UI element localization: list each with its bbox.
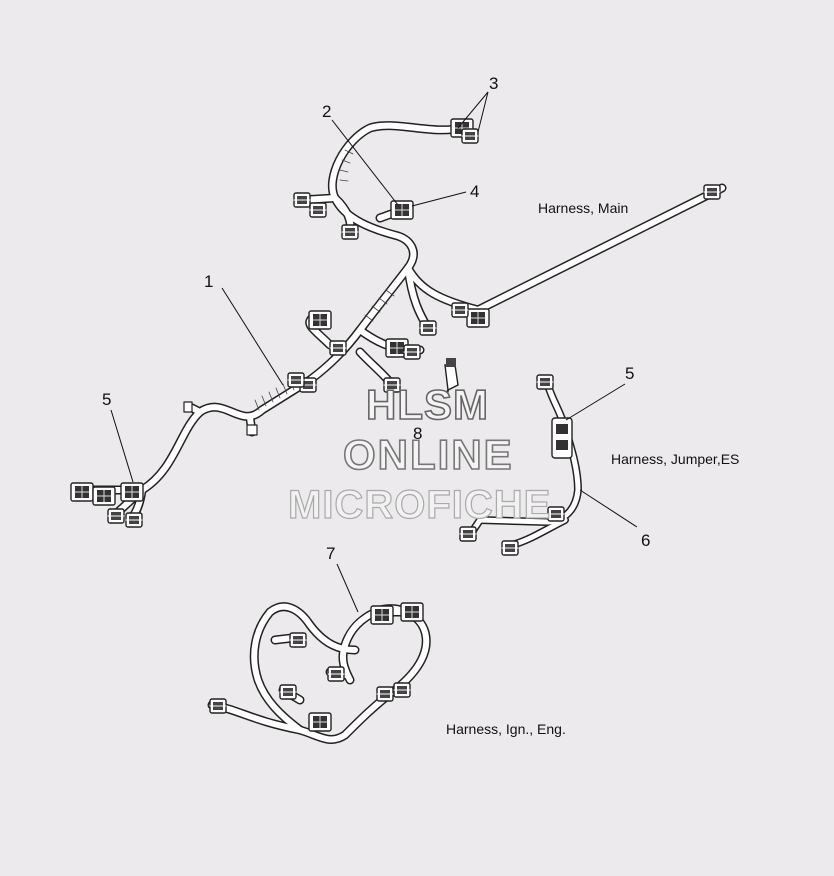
callout-5-main: 5 bbox=[102, 390, 112, 409]
callout-7: 7 bbox=[326, 544, 336, 563]
watermark-line-2: ONLINE bbox=[342, 431, 514, 478]
callout-3: 3 bbox=[489, 74, 499, 93]
label-harness-ignition: Harness, Ign., Eng. bbox=[446, 721, 566, 737]
leader-lines bbox=[110, 91, 638, 613]
callout-1: 1 bbox=[204, 272, 214, 291]
sensor-8 bbox=[444, 358, 459, 399]
connector-jumper-end bbox=[536, 374, 554, 390]
label-harness-jumper: Harness, Jumper,ES bbox=[611, 451, 740, 467]
callout-2: 2 bbox=[322, 102, 332, 121]
label-harness-main: Harness, Main bbox=[538, 200, 629, 216]
callout-6: 6 bbox=[641, 531, 651, 550]
callout-5-jumper: 5 bbox=[625, 364, 635, 383]
ignition-harness bbox=[207, 602, 431, 744]
watermark-line-1: HLSM bbox=[365, 381, 489, 428]
connector-7 bbox=[370, 605, 394, 625]
jumper-harness bbox=[459, 374, 582, 556]
callout-4: 4 bbox=[470, 182, 480, 201]
main-harness bbox=[70, 118, 727, 528]
connector-2 bbox=[390, 200, 414, 220]
watermark-line-3: MICROFICHE bbox=[287, 483, 552, 527]
callout-8: 8 bbox=[413, 424, 423, 443]
